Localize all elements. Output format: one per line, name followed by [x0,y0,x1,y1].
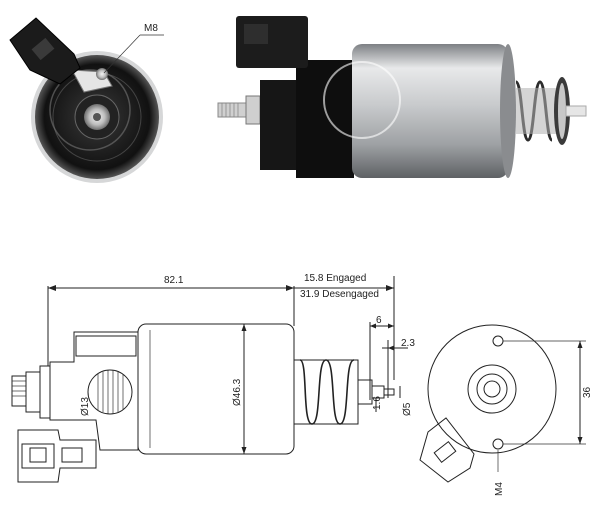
watermark-logo-left [49,69,131,151]
terminal-block-photo [260,80,298,170]
thread-label-m8: M8 [144,23,158,34]
drawing-end-elevation: 36 M4 [419,324,593,496]
mount-hole-bottom [492,438,504,450]
solenoid-body-photo [352,44,508,178]
dim-plunger-step: 6 [376,315,382,326]
dim-terminal-diameter: Ø13 [80,397,91,416]
mount-hole-top [492,335,504,347]
photo-end-view: M8 [9,17,164,183]
connector-plug-drawing [17,429,97,483]
dim-mount-thread: M4 [494,482,505,496]
dim-plunger-tip: 2.3 [401,338,415,349]
dim-overall-length: 82.1 [164,275,184,286]
dim-mount-spacing: 36 [582,386,593,398]
solenoid-body-drawing [137,323,295,455]
dim-stroke-disengaged: 31.9 Desengaged [300,289,379,300]
dim-plunger-small: 1.6 [372,396,383,410]
watermark-logo-right [323,61,401,139]
spring-drawing [299,359,355,425]
dim-body-diameter: Ø46.3 [232,378,243,406]
dim-plunger-diameter: Ø5 [402,402,413,416]
end-flange-outline [427,324,557,454]
photo-side-view [217,16,587,178]
dim-stroke-engaged: 15.8 Engaged [304,273,366,284]
drawing-side-elevation: 82.1 15.8 Engaged 31.9 Desengaged 6 2.3 [11,273,415,483]
